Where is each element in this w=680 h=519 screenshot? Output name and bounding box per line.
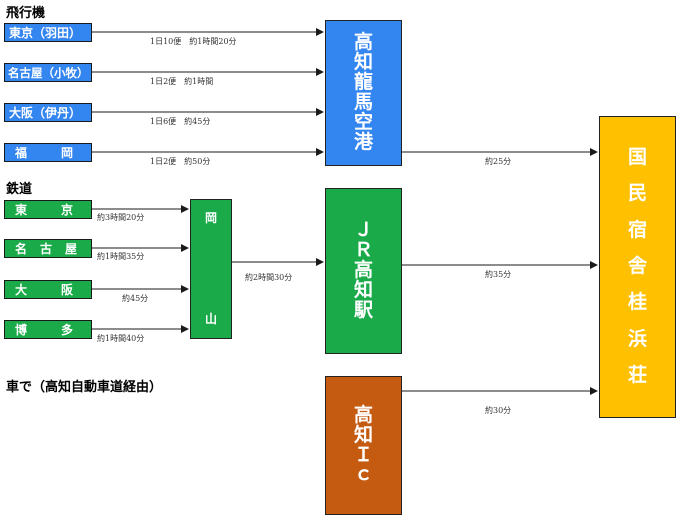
note-fukuoka-air: 1日2便 約50分 <box>150 157 211 166</box>
okayama-char: 山 <box>204 312 217 327</box>
note-osaka-rail: 約45分 <box>122 294 149 303</box>
origin-osaka-itami: 大阪（伊丹） <box>4 103 92 122</box>
hub-char: 知 <box>353 423 373 446</box>
destination-char: 舎 <box>627 255 647 277</box>
note-nagoya-rail: 約1時間35分 <box>97 252 145 261</box>
hub-char: 高 <box>353 403 373 426</box>
okayama-box: 岡 山 <box>190 199 232 339</box>
hub-jr-kochi-station: Ｊ Ｒ 高 知 駅 <box>325 188 402 354</box>
origin-char: 古 <box>39 242 52 256</box>
note-hakata-rail: 約1時間40分 <box>97 334 145 343</box>
note-osaka-air: 1日6便 約45分 <box>150 117 211 126</box>
origin-char: 阪 <box>60 283 73 297</box>
origin-tokyo-rail: 東 京 <box>4 200 92 219</box>
origin-char: 京 <box>60 203 73 217</box>
hub-char: 駅 <box>353 298 373 321</box>
hub-char: 港 <box>353 130 373 153</box>
note-station-destination: 約35分 <box>485 270 512 279</box>
origin-char: 大 <box>15 283 28 297</box>
origin-nagoya-rail: 名 古 屋 <box>4 239 92 258</box>
note-tokyo-air: 1日10便 約1時間20分 <box>150 37 237 46</box>
origin-nagoya-komaki: 名古屋（小牧） <box>4 63 92 82</box>
section-air: 飛行機 <box>6 6 46 21</box>
origin-label: 名古屋（小牧） <box>8 65 89 80</box>
origin-fukuoka: 福 岡 <box>4 143 92 162</box>
origin-osaka-rail: 大 阪 <box>4 280 92 299</box>
hub-char: 知 <box>353 51 373 74</box>
hub-char: Ｉ <box>353 443 373 466</box>
hub-char: 龍 <box>353 71 373 94</box>
hub-char: Ｊ <box>353 219 373 242</box>
origin-char: 岡 <box>60 146 73 160</box>
origin-label: 大阪（伊丹） <box>9 106 82 120</box>
destination-char: 浜 <box>627 327 647 350</box>
origin-char: 東 <box>15 203 28 217</box>
section-car: 車で（高知自動車道経由） <box>6 380 163 395</box>
note-tokyo-rail: 約3時間20分 <box>97 213 145 222</box>
note-okayama-station: 約2時間30分 <box>245 273 293 282</box>
hub-char: 高 <box>353 31 373 54</box>
origin-tokyo-haneda: 東京（羽田） <box>4 23 92 42</box>
hub-char: ｃ <box>353 463 373 486</box>
note-airport-destination: 約25分 <box>485 157 512 166</box>
note-nagoya-air: 1日2便 約1時間 <box>150 77 214 86</box>
origin-char: 福 <box>15 146 28 160</box>
origin-hakata-rail: 博 多 <box>4 320 92 339</box>
hub-char: Ｒ <box>353 239 373 262</box>
destination-char: 国 <box>627 145 647 168</box>
origin-label: 東京（羽田） <box>9 26 82 40</box>
origin-char: 屋 <box>64 242 77 256</box>
origin-char: 名 <box>15 242 28 256</box>
hub-kochi-ic: 高 知 Ｉ ｃ <box>325 376 402 515</box>
section-rail: 鉄道 <box>6 182 33 197</box>
hub-kochi-airport: 高 知 龍 馬 空 港 <box>325 20 402 166</box>
hub-char: 知 <box>353 278 373 301</box>
destination-char: 荘 <box>627 364 647 387</box>
note-ic-destination: 約30分 <box>485 406 512 415</box>
destination-char: 民 <box>627 182 647 205</box>
origin-char: 多 <box>60 323 73 337</box>
hub-char: 馬 <box>353 91 373 113</box>
destination-char: 桂 <box>627 291 647 314</box>
hub-char: 空 <box>353 110 373 133</box>
origin-char: 博 <box>15 323 28 337</box>
okayama-char: 岡 <box>204 211 217 225</box>
hub-char: 高 <box>353 259 373 282</box>
destination-char: 宿 <box>627 218 647 241</box>
destination-katsurahama-so: 国 民 宿 舎 桂 浜 荘 <box>599 116 676 418</box>
